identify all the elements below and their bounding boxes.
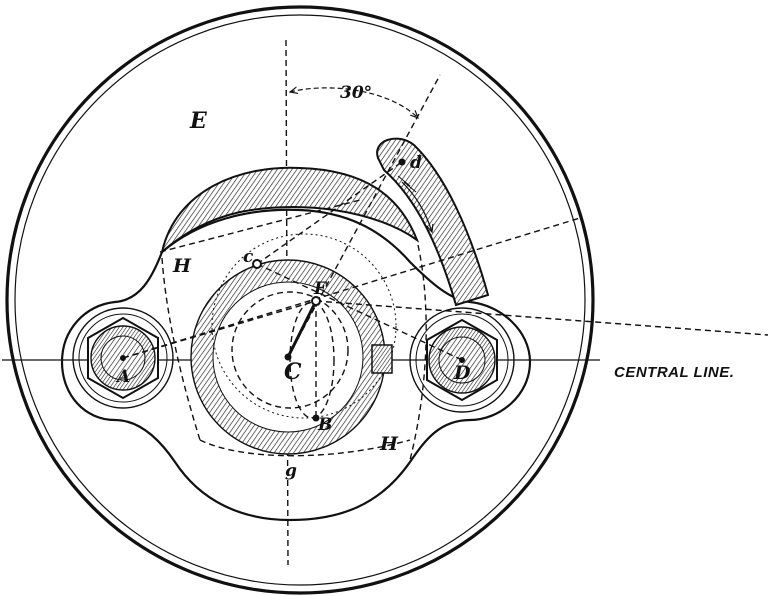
angle-arc (290, 88, 418, 118)
label-d-bolt: D (453, 362, 471, 384)
right-dashed-arc (409, 244, 427, 461)
radius-cf (286, 300, 318, 358)
dashed-circle-1 (231, 291, 349, 409)
point-f-marker (311, 296, 321, 306)
label-f: F (313, 279, 328, 299)
line-f-right (315, 300, 768, 336)
dashed-circle-2 (211, 233, 397, 419)
plate-h (60, 208, 532, 522)
lower-dashed-arc (199, 439, 411, 457)
point-b-marker (312, 414, 320, 422)
slot-arrow (401, 181, 432, 232)
line-c-to-d (256, 263, 463, 361)
label-g: g (285, 461, 297, 481)
upper-crescent (160, 166, 420, 255)
label-c-small: c (243, 247, 254, 267)
outer-disc-inner-rim (14, 14, 586, 586)
label-c-center: C (284, 359, 302, 385)
label-h-right: H (379, 433, 399, 455)
bolt-d (409, 307, 515, 413)
label-a: A (115, 367, 130, 387)
curved-slot (376, 137, 490, 307)
line-30deg (287, 74, 441, 358)
label-central-line: CENTRAL LINE. (614, 364, 734, 381)
dashed-ellipse-inner (289, 301, 335, 419)
outer-disc-rim (5, 5, 595, 595)
key-block (371, 344, 393, 374)
point-d-marker (398, 158, 406, 166)
label-h-left: H (172, 255, 192, 277)
line-left-slant (159, 199, 361, 253)
label-b: B (317, 415, 332, 435)
label-angle: 30° (340, 83, 372, 103)
line-a-to-f (122, 300, 317, 359)
point-c-small-marker (252, 259, 262, 269)
point-c-center (284, 353, 292, 361)
label-e: E (189, 108, 208, 134)
left-dashed-arc (161, 257, 201, 441)
label-d: d (410, 153, 422, 173)
